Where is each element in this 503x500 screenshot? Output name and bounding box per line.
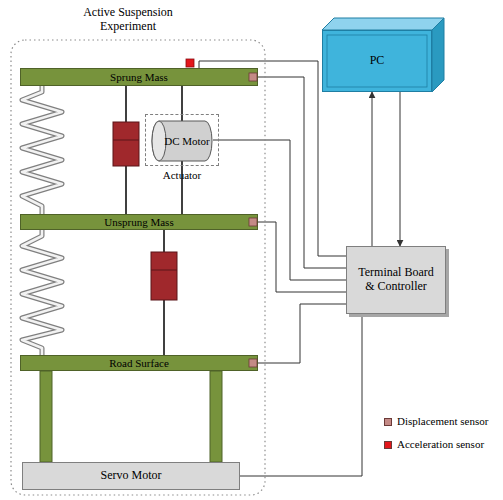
damper-body xyxy=(113,122,139,166)
cylinder-body xyxy=(152,121,212,161)
node-label: Terminal Board & Controller xyxy=(353,266,439,294)
actuator-group: Actuator DC Motor xyxy=(145,114,219,188)
legend: Displacement sensorAcceleration sensor xyxy=(384,410,488,456)
spring-coil xyxy=(22,86,62,214)
spring-coil xyxy=(22,230,62,355)
support-post xyxy=(40,371,52,462)
legend-swatch xyxy=(384,418,392,426)
signal-wire xyxy=(213,140,346,280)
box-top-face xyxy=(322,18,444,30)
legend-label: Acceleration sensor xyxy=(397,438,484,451)
legend-label: Displacement sensor xyxy=(397,415,488,428)
support-post xyxy=(210,371,222,462)
signal-wire xyxy=(400,92,401,246)
signal-wire xyxy=(372,92,373,246)
servo-box: Servo Motor xyxy=(22,462,240,490)
node-label: PC xyxy=(370,54,385,68)
signal-wire xyxy=(240,314,362,476)
legend-row: Acceleration sensor xyxy=(384,433,488,456)
computer-box: PC xyxy=(322,30,432,92)
box-side-face xyxy=(432,18,444,92)
acceleration-sensor xyxy=(186,59,194,67)
group-label: Actuator xyxy=(145,169,219,182)
node-label: Servo Motor xyxy=(101,469,162,483)
signal-wire xyxy=(258,222,346,292)
node-label: Unsprung Mass xyxy=(104,216,173,229)
damper-rod xyxy=(113,140,139,141)
motor-cylinder: DC Motor xyxy=(151,120,213,162)
experiment-group: Active Suspension ExperimentSprung MassA… xyxy=(10,2,266,496)
cylinder-end xyxy=(152,121,166,161)
displacement-sensor xyxy=(249,73,257,81)
signal-wire xyxy=(258,77,346,268)
damper-rod xyxy=(151,270,177,271)
displacement-sensor xyxy=(249,218,257,226)
spring-coil xyxy=(22,86,62,214)
group-title: Active Suspension Experiment xyxy=(58,6,198,34)
road-bar: Road Surface xyxy=(20,355,258,371)
mass-bar: Sprung Mass xyxy=(20,68,258,86)
displacement-sensor xyxy=(249,359,257,367)
legend-row: Displacement sensor xyxy=(384,410,488,433)
dotted-border xyxy=(11,40,265,495)
node-label: DC Motor xyxy=(163,135,211,148)
signal-wire xyxy=(258,304,346,363)
legend-swatch xyxy=(384,441,392,449)
node-label: Road Surface xyxy=(109,357,169,370)
damper-body xyxy=(151,252,177,300)
mass-bar: Unsprung Mass xyxy=(20,214,258,230)
node-label: Sprung Mass xyxy=(110,71,168,84)
controller-box: Terminal Board & Controller xyxy=(346,246,446,314)
screen-frame xyxy=(327,35,427,87)
spring-coil xyxy=(22,230,62,355)
